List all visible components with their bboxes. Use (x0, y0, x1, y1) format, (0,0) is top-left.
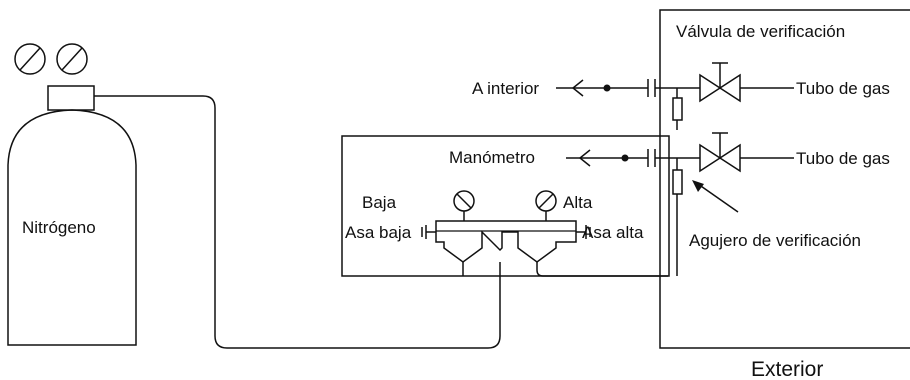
manifold-body (435, 220, 577, 263)
nitrogen-cylinder: Nitrógeno (7, 43, 137, 346)
cylinder-valve-head (47, 85, 95, 111)
outdoor-unit-panel (659, 9, 910, 349)
high-label: Alta (563, 193, 593, 212)
check-valve-icon (699, 62, 741, 103)
manometer-line: Manómetro Tubo de gas (449, 132, 890, 276)
nitrogen-label: Nitrógeno (22, 218, 96, 237)
pressure-gauge-icon (56, 43, 88, 75)
flow-arrow-icon (571, 79, 584, 97)
manometer-label: Manómetro (449, 148, 535, 167)
nitrogen-hose (94, 95, 501, 349)
low-handle-label: Asa baja (345, 223, 412, 242)
pressure-gauge-icon (14, 43, 46, 75)
manifold-box (341, 135, 670, 277)
outdoor-label: Exterior (751, 358, 823, 380)
check-hole-label: Agujero de verificación (689, 231, 861, 250)
junction-dot (603, 84, 611, 92)
cylinder-body (7, 109, 137, 346)
check-valve-label: Válvula de verificación (676, 22, 845, 41)
junction-dot (621, 154, 629, 162)
high-handle-label: Asa alta (582, 223, 644, 242)
indoor-connection-line: A interior Tubo de gas (472, 62, 890, 130)
service-port-icon (672, 97, 683, 121)
manifold-gauge-set (421, 190, 591, 263)
check-valve-icon (699, 132, 741, 173)
low-label: Baja (362, 193, 397, 212)
check-hole-pointer (692, 180, 739, 213)
to-indoor-label: A interior (472, 79, 539, 98)
high-side-hose (536, 262, 668, 277)
flow-arrow-icon (578, 149, 591, 167)
gas-pipe-label: Tubo de gas (796, 79, 890, 98)
high-handle-icon (576, 225, 591, 239)
low-handle-icon (421, 225, 436, 239)
gas-pipe-label: Tubo de gas (796, 149, 890, 168)
service-port-icon (672, 169, 683, 195)
